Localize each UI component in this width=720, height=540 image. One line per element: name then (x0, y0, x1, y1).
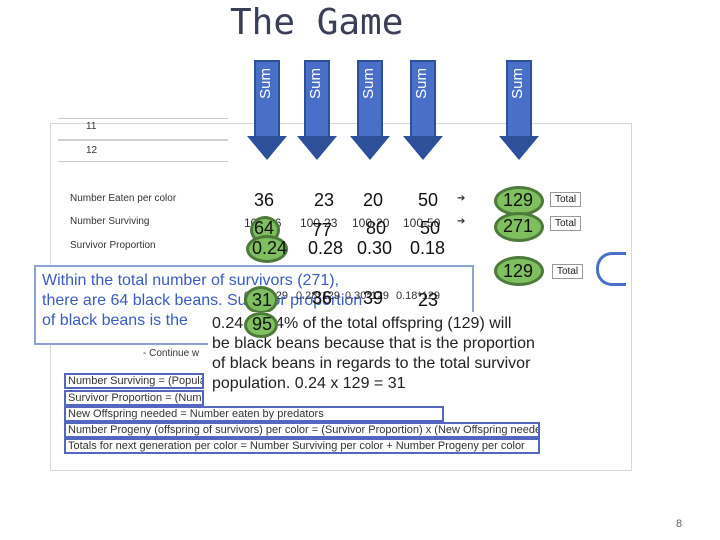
sum-arrow-label: Sum (413, 68, 430, 99)
total-label-eaten: Total (550, 192, 582, 207)
total-surviving-circle (494, 212, 544, 242)
label-number-eaten: Number Eaten per color (70, 193, 177, 204)
proportion-value-3: 0.30 (357, 238, 393, 258)
proportion-value-4: 0.18 (410, 238, 446, 258)
callout-line: Within the total number of survivors (27… (42, 272, 340, 289)
row-number-12: 12 (86, 145, 98, 156)
highlight-circle-black-total (244, 312, 278, 338)
proportion-value-2: 0.28 (308, 238, 344, 258)
progeny-value-black: 31 (252, 290, 273, 310)
total-surviving-value: 271 (503, 216, 534, 236)
curved-bracket (596, 252, 626, 286)
callout-line: 0.24 or 24% of the total offspring (129)… (212, 315, 512, 332)
formula-number-progeny: Number Progeny (offspring of survivors) … (64, 422, 540, 438)
progeny-value-4: 23 (418, 290, 439, 310)
total-offspring-circle (494, 256, 544, 286)
eaten-value-black: 36 (254, 190, 275, 210)
total-label-surviving: Total (550, 216, 582, 231)
sum-arrow-label: Sum (360, 68, 377, 99)
sum-arrow-label: Sum (509, 68, 526, 99)
label-continue: - Continue w (143, 348, 200, 359)
slide-title: The Game (230, 2, 404, 43)
surviving-formula-2: 100-23 (300, 216, 338, 230)
surviving-value-4: 50 (420, 218, 441, 238)
right-arrow-icon: ➔ (457, 216, 466, 227)
proportion-value-black: 0.24 (252, 238, 288, 258)
formula-new-offspring: New Offspring needed = Number eaten by p… (64, 406, 444, 422)
total-eaten-value: 129 (503, 190, 534, 210)
eaten-value-2: 23 (314, 190, 335, 210)
callout-line: of black beans in regards to the total s… (212, 355, 531, 372)
sum-arrow-label: Sum (257, 68, 274, 99)
total-offspring-value: 129 (503, 261, 534, 281)
surviving-value-2: 77 (312, 220, 333, 240)
callout-line: there are 64 black beans. Survivor propo… (42, 292, 363, 309)
sheet-row-12 (58, 140, 228, 162)
surviving-value-black: 64 (254, 218, 275, 238)
progeny-formula-2: 0.28*129 (296, 290, 341, 302)
eaten-value-3: 20 (363, 190, 384, 210)
sum-arrow-label: Sum (307, 68, 324, 99)
right-arrow-icon: ➔ (457, 193, 466, 204)
progeny-value-2: 36 (312, 288, 333, 308)
total-label-offspring: Total (552, 264, 584, 279)
progeny-value-3: 39 (363, 288, 384, 308)
highlight-circle-black-proportion (246, 235, 288, 263)
row-number-11: 11 (86, 121, 97, 132)
surviving-formula-3: 100-20 (352, 216, 390, 230)
callout-line: be black beans because that is the propo… (212, 335, 535, 352)
callout-line: of black beans is the (42, 312, 188, 329)
formula-totals-next-gen: Totals for next generation per color = N… (64, 438, 540, 454)
label-survivor-proportion: Survivor Proportion (70, 240, 156, 251)
label-number-surviving: Number Surviving (70, 216, 150, 227)
eaten-value-4: 50 (418, 190, 439, 210)
progeny-formula-4: 0.18*129 (396, 290, 441, 302)
progeny-formula-3: 0.30*129 (345, 290, 390, 302)
surviving-formula-4: 100-50 (403, 216, 441, 230)
surviving-value-3: 80 (366, 218, 387, 238)
callout-line: population. 0.24 x 129 = 31 (212, 375, 406, 392)
formula-number-surviving: Number Surviving = (Population) - (Numbe… (64, 373, 204, 389)
page-number: 8 (676, 518, 683, 530)
next-gen-value-black: 95 (252, 314, 273, 334)
formula-survivor-proportion: Survivor Proportion = (Number Surviving … (64, 390, 204, 406)
sheet-row-11 (58, 118, 228, 140)
